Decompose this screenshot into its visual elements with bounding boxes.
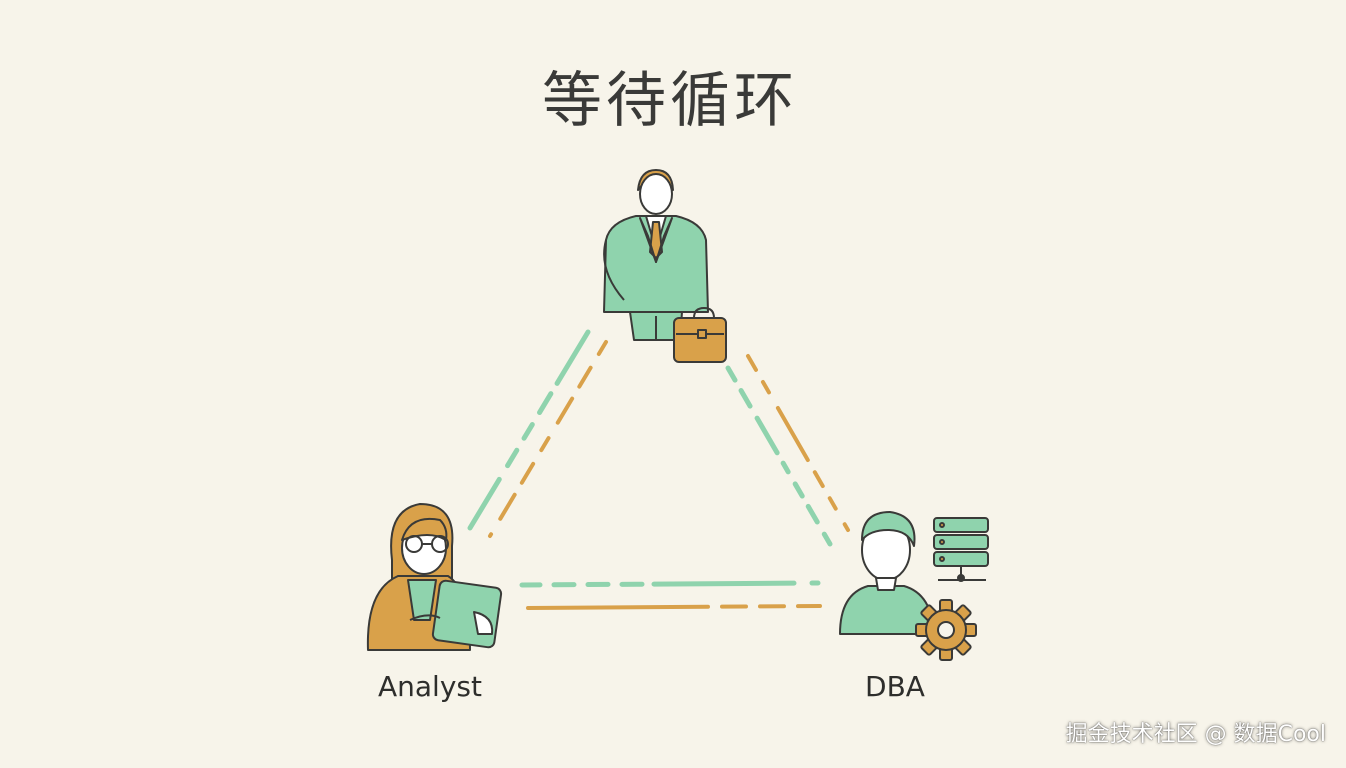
analyst-label: Analyst bbox=[378, 670, 482, 703]
server-icon bbox=[933, 517, 989, 582]
connector-analyst-dba bbox=[519, 580, 822, 610]
dba-label: DBA bbox=[865, 670, 925, 703]
connector-manager-dba bbox=[725, 354, 850, 547]
connector-manager-analyst bbox=[467, 329, 608, 538]
diagram-title: 等待循环 bbox=[542, 66, 798, 136]
analyst-figure bbox=[366, 503, 503, 651]
manager-figure bbox=[603, 169, 727, 363]
gear-icon bbox=[915, 599, 977, 661]
dba-figure bbox=[839, 511, 935, 635]
watermark: 掘金技术社区 @ 数据Cool bbox=[1065, 722, 1326, 747]
